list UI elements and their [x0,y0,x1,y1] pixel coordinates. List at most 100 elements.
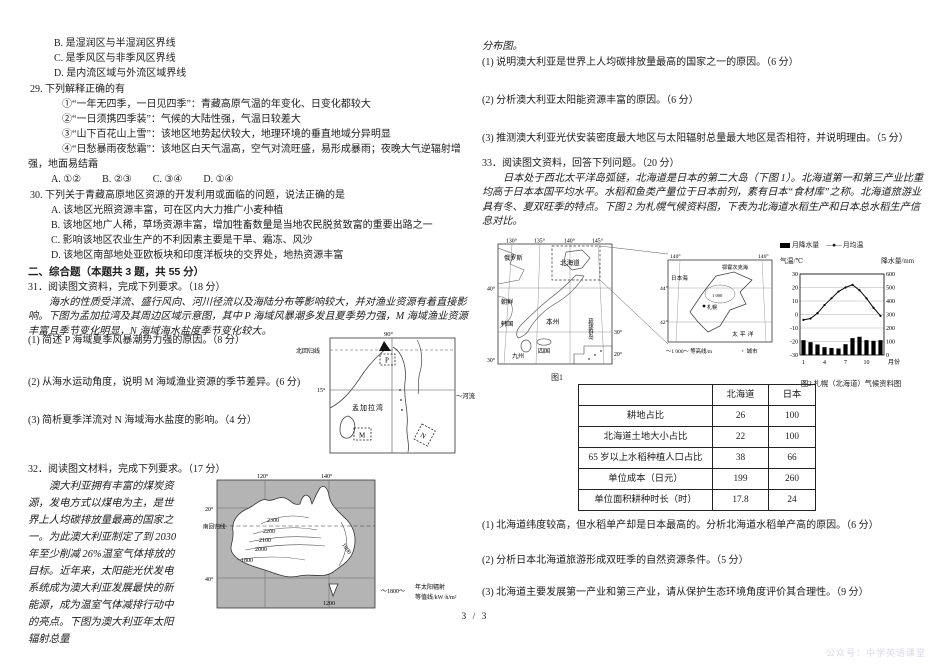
sub-question: (2) 分析日本北海道旅游形成双旺季的自然资源条件。（5 分） [482,555,749,566]
map-label-p: P [385,357,389,365]
header-cell [578,384,713,406]
map-label-20s: 20° [205,506,214,513]
cell: 22 [712,426,769,448]
inset-legend-contour: ～1 000～ 等高线/m [666,347,713,355]
cell: 24 [768,489,816,511]
map-label-bay: 孟加拉湾 [352,403,384,412]
table-row: 北海道土地大小占比 22 100 [578,426,816,448]
statement-line: ③“山下百花山上雪”：该地区地势起伏较大，地理环境的垂直地域分异明显 [62,129,391,140]
map-label-tropic: 北回归线 [296,347,320,355]
svg-text:600: 600 [886,272,895,278]
choice: D. ①④ [203,174,234,185]
svg-text:300: 300 [886,313,895,319]
row-label: 单位成本（日元） [578,468,713,490]
hokkaido-inset-map: 140° 146° 44° 42° 1 000 札幌 日本海 鄂霍次克海 太平洋… [660,253,773,355]
svg-text:-30: -30 [790,353,798,359]
map-label-m: M [359,432,366,440]
map-label-40s: 40° [205,576,214,583]
cell: 38 [712,447,769,469]
climate-chart-legend: 月降水量 —●— 月均温 [780,238,930,253]
label-kyushu: 九州 [512,352,524,360]
sub-question: (1) 简述 P 海域夏季风暴潮势力强的原因。（8 分） [28,335,245,346]
q33-material: 日本处于西北太平洋岛弧链，北海道是日本的第二大岛（下图 1）。北海道第一和第三产… [482,173,924,227]
option-line: A. 该地区光照资源丰富，可在区内大力推广小麦种植 [51,205,284,216]
label-sea-of-okhotsk: 鄂霍次克海 [722,263,748,271]
map-label-120: 120° [257,473,269,480]
lat-30-left: 30° [487,357,496,364]
svg-text:10: 10 [792,299,798,305]
legend-precipitation: 月降水量 [792,242,820,249]
statement-line: ①“一年无四季，一日见四季”：青藏高原气温的年变化、日变化都较大 [62,99,371,110]
svg-text:0: 0 [886,353,889,359]
row-label: 北海道土地大小占比 [578,426,713,448]
figure-2-caption: 图2 札幌（北海道）气候资料图 [800,379,902,388]
q32-material-continuation: 分布图。 [482,41,523,52]
svg-text:7: 7 [844,360,847,366]
choice: B. ②③ [102,174,132,185]
inset-lon-146: 146° [758,253,769,260]
sub-question: (2) 从海水运动角度，说明 M 海域渔业资源的季节差异。(6 分) [28,377,301,388]
table-row: 单位成本（日元） 199 260 [578,468,816,490]
table-header-row: 北海道 日本 [578,384,816,406]
option-line: D. 该地区南部地处亚欧板块和印度洋板块的交界处，地热资源丰富 [51,250,344,261]
label-sea-of-japan: 日本海 [671,274,688,282]
q28-options: B. 是湿润区与半湿润区界线 C. 是季风区与非季风区界线 D. 是内流区域与外… [28,36,474,81]
sub-question: (1) 说明澳大利亚是世界上人均碳排放量最高的国家之一的原因。（6 分） [482,57,799,68]
label-ryukyu: 琉球群岛 [587,317,594,341]
cell: 17.8 [712,489,769,511]
statement-line: ②“一日须携四季装”：气候的大陆性强，气温日较差大 [62,114,301,125]
svg-text:-20: -20 [790,340,798,346]
isoline-2000: 2000 [255,547,267,553]
inset-legend-city: ・ 城市 [740,347,758,355]
question-30: 30. 下列关于青藏高原地区资源的开发利用或面临的问题，说法正确的是 A. 该地… [28,188,474,263]
isoline-2300: 2300 [267,518,279,524]
cell: 199 [712,468,769,490]
cell: 100 [768,426,816,448]
sub-question: (2) 分析澳大利亚太阳能资源丰富的原因。（6 分） [482,95,699,106]
legend-text-2: 等值线/kW·h/m² [415,593,457,601]
q32-title: 32．阅读图文材料，完成下列要求。（17 分） [28,464,226,475]
header-cell: 日本 [768,384,816,406]
svg-text:200: 200 [886,326,895,332]
lon-130: 130° [506,238,518,245]
cell: 26 [712,405,769,427]
table-row: 耕地占比 26 100 [578,405,816,427]
q32-material: 澳大利亚拥有丰富的煤炭资源，发电方式以煤电为主，是世界上人均碳排放量最高的国家之… [28,481,177,645]
label-pacific: 太平洋 [732,330,755,338]
bengal-bay-map: 90° 北回归线 15° P M N 孟加拉湾 ～河流 [296,331,476,454]
question-29: 29. 下列解释正确的有 ①“一年无四季，一日见四季”：青藏高原气温的年变化、日… [28,82,474,187]
svg-text:4: 4 [823,360,826,366]
japan-map: 130° 135° 140° 145° 40° 30° 30° 20° [487,238,623,365]
map-legend-river: ～河流 [456,391,476,400]
question-stem: 30. 下列关于青藏高原地区资源的开发利用或面临的问题，说法正确的是 [30,190,345,201]
cell: 100 [768,405,816,427]
axis-title-precip: 降水量/mm [881,258,914,265]
q31-material: 海水的性质受洋流、盛行风向、河川径流以及海陆分布等影响较大，并对渔业资源有着直接… [28,297,468,337]
label-hokkaido: 北海道 [560,258,580,267]
option-line: D. 是内流区域与外流区域界线 [54,68,187,79]
lon-145: 145° [592,238,604,245]
australia-map: 120° 140° 20° 40° 南回归线 2300 2200 2100 20… [203,473,457,609]
label-honshu: 本州 [546,317,559,326]
isoline-1200: 1200 [323,601,335,607]
lat-40: 40° [487,286,496,293]
inset-lat-42: 42° [660,319,668,326]
statement-line: ④“日愁暴雨夜愁霜”：该地区白天气温高，空气对流旺盛，易形成暴雨；夜晚大气逆辐射… [28,144,461,170]
header-cell: 北海道 [712,384,769,406]
inset-lon-140: 140° [670,253,681,260]
choice: C. ③④ [152,174,183,185]
legend-isoline-sample: ～1800～ [381,589,405,595]
lat-20-right: 20° [614,351,623,358]
svg-text:30: 30 [792,272,798,278]
lon-135: 135° [534,238,546,245]
option-line: B. 该地区地广人稀，草场资源丰富，增加牲畜数量是当地农民脱贫致富的重要出路之一 [51,220,433,231]
sub-question: (3) 北海道主要发展第一产业和第三产业，请从保护生态环境角度评价其合理性。（9… [482,587,869,598]
map-label-140: 140° [321,473,333,480]
svg-text:500: 500 [886,286,895,292]
svg-text:-10: -10 [790,326,798,332]
line-swatch-icon: —●— [826,242,842,249]
label-sapporo: 札幌 [707,304,717,311]
legend-temperature: 月均温 [842,242,864,249]
